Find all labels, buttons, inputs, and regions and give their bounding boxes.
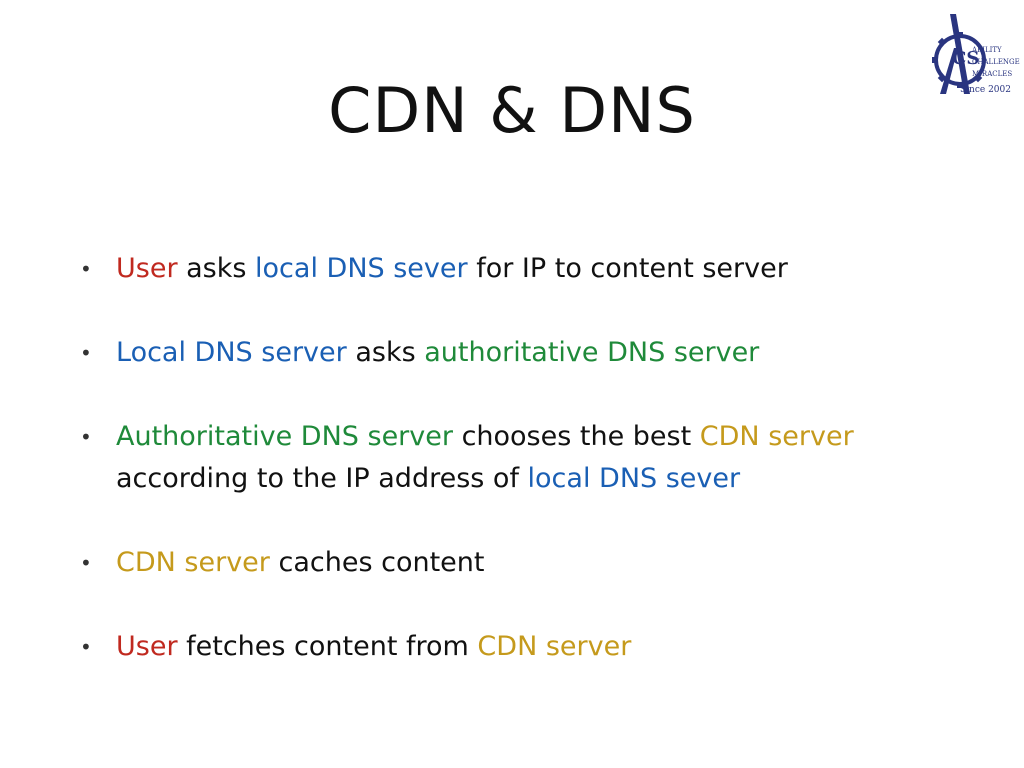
bullet-text-segment: local DNS sever (527, 463, 741, 494)
bullet-text-segment: CDN server (116, 547, 270, 578)
logo-text-line-3: MIRACLES (972, 70, 1012, 78)
logo-text-line-2: CHALLENGE (972, 58, 1020, 66)
bullet-line: Local DNS server asks authoritative DNS … (116, 332, 980, 374)
slide-title: CDN & DNS (328, 74, 696, 147)
logo-text-line-1: ABILITY (971, 46, 1002, 54)
bullet-line: according to the IP address of local DNS… (116, 458, 980, 500)
bullet-item: • CDN server caches content (80, 542, 980, 584)
logo-text-line-4: Since 2002 (960, 85, 1011, 95)
bullet-text-segment: asks (346, 337, 425, 368)
bullet-text-segment: Local DNS server (116, 337, 347, 368)
bullet-text-segment: for IP to content server (467, 253, 788, 284)
bullet-text-segment: authoritative DNS server (424, 337, 760, 368)
bullet-text-segment: caches content (269, 547, 485, 578)
svg-text:CS: CS (952, 48, 979, 69)
bullet-text-segment: asks (177, 253, 256, 284)
bullet-line: User fetches content from CDN server (116, 626, 980, 668)
bullet-dot-icon: • (80, 551, 92, 575)
bullet-text-segment: fetches content from (177, 631, 478, 662)
bullet-dot-icon: • (80, 425, 92, 449)
bullet-line: CDN server caches content (116, 542, 980, 584)
bullet-item: • User fetches content from CDN server (80, 626, 980, 668)
bullet-item: • User asks local DNS sever for IP to con… (80, 248, 980, 290)
bullet-text-segment: Authoritative DNS server (116, 421, 453, 452)
bullet-text-segment: User (116, 631, 178, 662)
bullet-dot-icon: • (80, 257, 92, 281)
bullet-text-segment: local DNS sever (255, 253, 468, 284)
bullet-text-segment: User (116, 253, 178, 284)
bullet-text-segment: CDN server (477, 631, 632, 662)
bullet-item: • Local DNS server asks authoritative DNS… (80, 332, 980, 374)
bullet-text-segment: CDN server (699, 421, 854, 452)
logo-emblem: CS ABILITY CHALLENGE MIRACLES Since 2002 (926, 8, 1022, 104)
bullet-dot-icon: • (80, 341, 92, 365)
bullet-line: Authoritative DNS server chooses the bes… (116, 416, 980, 458)
bullet-text-segment: chooses the best (452, 421, 700, 452)
bullet-line: User asks local DNS sever for IP to cont… (116, 248, 980, 290)
bullet-text-segment: according to the IP address of (116, 463, 528, 494)
bullet-dot-icon: • (80, 635, 92, 659)
gear-emblem-logo-icon: CS ABILITY CHALLENGE MIRACLES Since 2002 (932, 14, 1020, 95)
bullet-list: • User asks local DNS sever for IP to con… (80, 248, 980, 668)
bullet-item: • Authoritative DNS server chooses the be… (80, 416, 980, 500)
